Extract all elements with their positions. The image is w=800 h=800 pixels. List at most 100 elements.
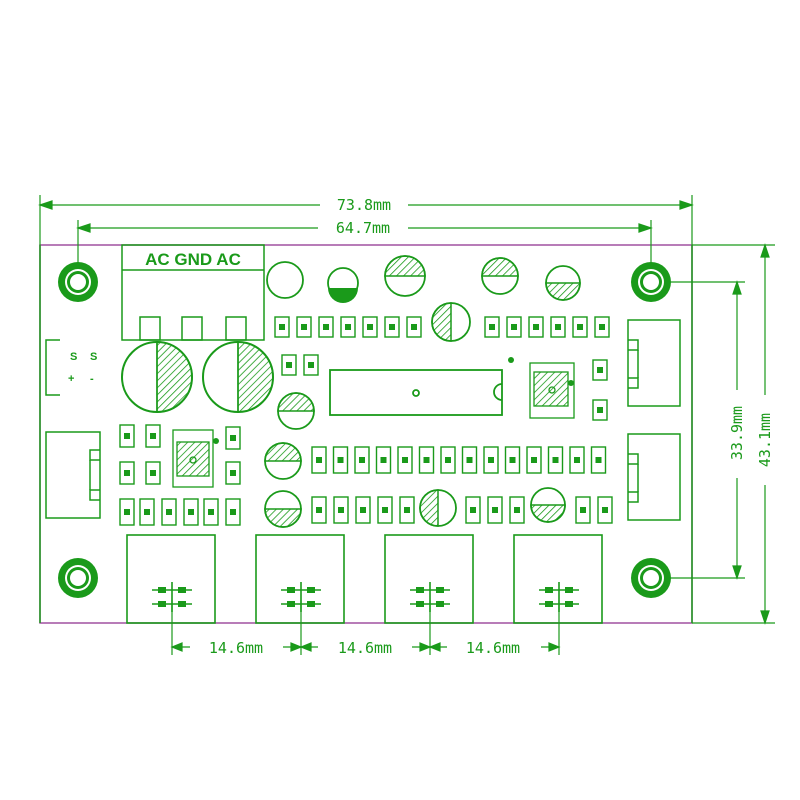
smd-components [119, 316, 613, 526]
dim-hole-width [76, 220, 653, 275]
smd-resistor [484, 316, 500, 338]
smd-resistor [440, 446, 456, 474]
regulator-left [172, 429, 214, 488]
smd-resistor [569, 446, 585, 474]
cap-center [431, 302, 471, 342]
smd-resistor [311, 446, 327, 474]
cap-left-3 [264, 490, 302, 528]
dim-overall-height [692, 243, 775, 625]
polarity-plus: + [68, 373, 74, 385]
smd-resistor [384, 316, 400, 338]
smd-resistor [487, 496, 503, 524]
smd-resistor [145, 461, 161, 485]
smd-resistor [461, 446, 478, 474]
dim-overall-height-label: 43.1mm [756, 413, 774, 467]
terminal-block [121, 244, 265, 341]
cap-top-1 [327, 267, 359, 303]
potentiometer [255, 534, 345, 624]
mounting-hole-bottom-right [631, 558, 671, 598]
smd-resistor [592, 399, 608, 421]
polarity-minus: - [90, 373, 94, 385]
dim-pot-spacing-2-label: 14.6mm [338, 639, 392, 657]
smd-resistor [526, 446, 542, 474]
terminal-label: AC GND AC [145, 250, 241, 269]
smd-resistor [355, 496, 371, 524]
smd-resistor [406, 316, 422, 338]
smd-resistor [418, 446, 435, 474]
smd-resistor [465, 496, 481, 524]
smd-resistor [274, 316, 290, 338]
smd-resistor [575, 496, 591, 524]
dim-hole-width-label: 64.7mm [336, 219, 390, 237]
smd-resistor [119, 461, 135, 485]
right-connector-bottom [627, 433, 681, 521]
dim-pot-spacing-1-label: 14.6mm [209, 639, 263, 657]
smd-resistor [592, 359, 608, 381]
big-capacitor-right [202, 341, 274, 413]
smd-resistor [506, 316, 522, 338]
smd-resistor [377, 496, 393, 524]
smd-resistor [311, 496, 327, 524]
smd-resistor [296, 316, 312, 338]
smd-resistor [528, 316, 544, 338]
potentiometers [126, 534, 603, 624]
potentiometer [126, 534, 216, 624]
left-signal-connector [45, 431, 101, 519]
smd-resistor [332, 446, 349, 474]
potentiometer [513, 534, 603, 624]
polarity-s-right: S [90, 351, 97, 363]
potentiometer [384, 534, 474, 624]
smd-resistor [139, 498, 155, 526]
cap-left-2 [264, 442, 302, 480]
regulator-right [529, 362, 575, 419]
cap-mid-left [277, 392, 315, 430]
smd-resistor [161, 498, 177, 526]
cap-bottom-center [419, 489, 457, 527]
mounting-hole-bottom-left [58, 558, 98, 598]
smd-resistor [354, 446, 370, 474]
cap-bottom-right [530, 487, 566, 523]
smd-resistor [509, 496, 525, 524]
smd-resistor [333, 496, 349, 524]
via-3 [213, 438, 219, 444]
smd-resistor [281, 354, 297, 376]
cap-top-4 [545, 265, 581, 301]
dim-pot-spacing [170, 600, 561, 655]
smd-resistor [340, 316, 356, 338]
cap-top-3 [481, 257, 519, 295]
smd-resistor [225, 426, 241, 450]
smd-resistor [597, 496, 613, 524]
smd-resistor [550, 316, 566, 338]
smd-resistor [594, 316, 610, 338]
smd-resistor [318, 316, 334, 338]
smd-resistor [183, 498, 199, 526]
via-2 [568, 380, 574, 386]
small-cap-outline [266, 261, 304, 299]
via-1 [508, 357, 514, 363]
smd-resistor [397, 446, 413, 474]
dim-pot-spacing-3-label: 14.6mm [466, 639, 520, 657]
cap-top-2 [384, 255, 426, 297]
left-power-connector [45, 339, 60, 396]
smd-resistor [145, 424, 161, 448]
smd-resistor [547, 446, 564, 474]
board-outline [39, 244, 693, 624]
smd-resistor [399, 496, 415, 524]
smd-resistor [572, 316, 588, 338]
smd-resistor [375, 446, 392, 474]
dim-overall-width [38, 195, 694, 245]
smd-resistor [119, 424, 135, 448]
smd-resistor [119, 498, 135, 526]
smd-resistor [362, 316, 378, 338]
smd-resistor [303, 354, 319, 376]
smd-resistor [590, 446, 607, 474]
dim-overall-width-label: 73.8mm [337, 196, 391, 214]
polarity-s-left: S [70, 351, 77, 363]
dim-hole-height-label: 33.9mm [728, 406, 746, 460]
smd-resistor [504, 446, 521, 474]
smd-resistor [225, 498, 241, 526]
mounting-hole-top-left [58, 262, 98, 302]
ic-chip [329, 369, 503, 416]
smd-resistor [203, 498, 219, 526]
